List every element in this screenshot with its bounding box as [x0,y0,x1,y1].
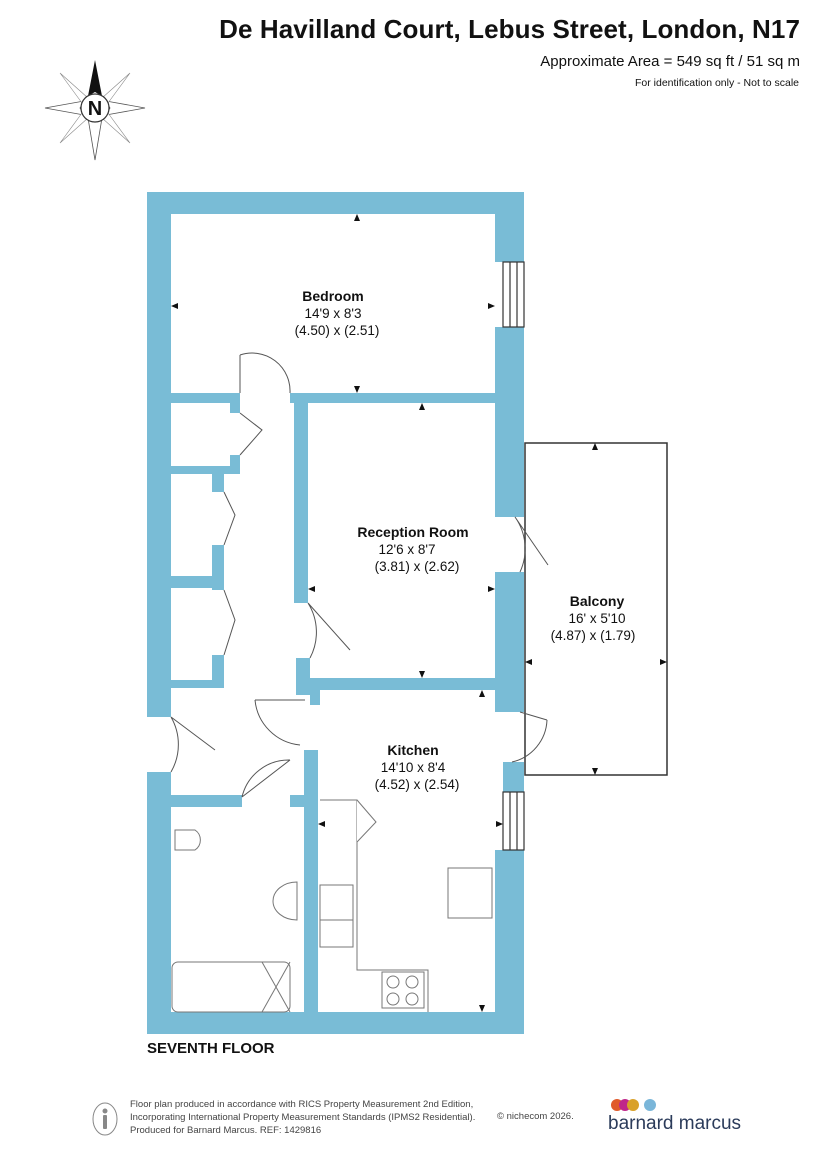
footer-disclaimer: Floor plan produced in accordance with R… [130,1098,530,1137]
room-label-reception: Reception Room 12'6 x 8'7 (3.81) x (2.62… [357,524,468,574]
balcony-outline [524,442,668,776]
reception-name: Reception Room [357,524,468,540]
balcony-dim-metric: (4.87) x (1.79) [551,628,636,643]
balcony-name: Balcony [570,593,625,609]
windows [502,261,525,851]
approximate-area: Approximate Area = 549 sq ft / 51 sq m [540,53,800,70]
room-label-bedroom: Bedroom 14'9 x 8'3 (4.50) x (2.51) [295,288,380,338]
compass-icon: N [44,60,146,161]
compass-north-label: N [88,98,102,120]
floor-label: SEVENTH FLOOR [147,1040,275,1057]
kitchen-name: Kitchen [387,742,438,758]
reception-dim-metric: (3.81) x (2.62) [375,559,460,574]
footer-line-1: Floor plan produced in accordance with R… [130,1099,474,1110]
bathroom-fixtures [171,829,298,1013]
footer-copyright: © nichecom 2026. [497,1111,574,1122]
rics-person-icon [92,1102,118,1136]
balcony-dim-imperial: 16' x 5'10 [569,611,626,626]
footer-line-2: Incorporating International Property Mea… [130,1112,476,1123]
doors [170,352,549,798]
room-label-balcony: Balcony 16' x 5'10 (4.87) x (1.79) [551,593,636,643]
bedroom-name: Bedroom [302,288,363,304]
property-title: De Havilland Court, Lebus Street, London… [219,14,800,44]
room-label-kitchen: Kitchen 14'10 x 8'4 (4.52) x (2.54) [375,742,460,792]
kitchen-fixtures [319,799,493,1012]
footer-line-3: Produced for Barnard Marcus. REF: 142981… [130,1125,322,1136]
bedroom-dim-imperial: 14'9 x 8'3 [305,306,362,321]
brand-name: barnard marcus [608,1113,742,1134]
kitchen-dim-imperial: 14'10 x 8'4 [381,760,446,775]
dimension-arrows [171,214,667,1012]
bedroom-dim-metric: (4.50) x (2.51) [295,323,380,338]
scale-note: For identification only - Not to scale [635,77,799,89]
reception-dim-imperial: 12'6 x 8'7 [379,542,436,557]
kitchen-dim-metric: (4.52) x (2.54) [375,777,460,792]
walls [147,192,524,1034]
brand-logo-dots-icon [611,1099,656,1111]
